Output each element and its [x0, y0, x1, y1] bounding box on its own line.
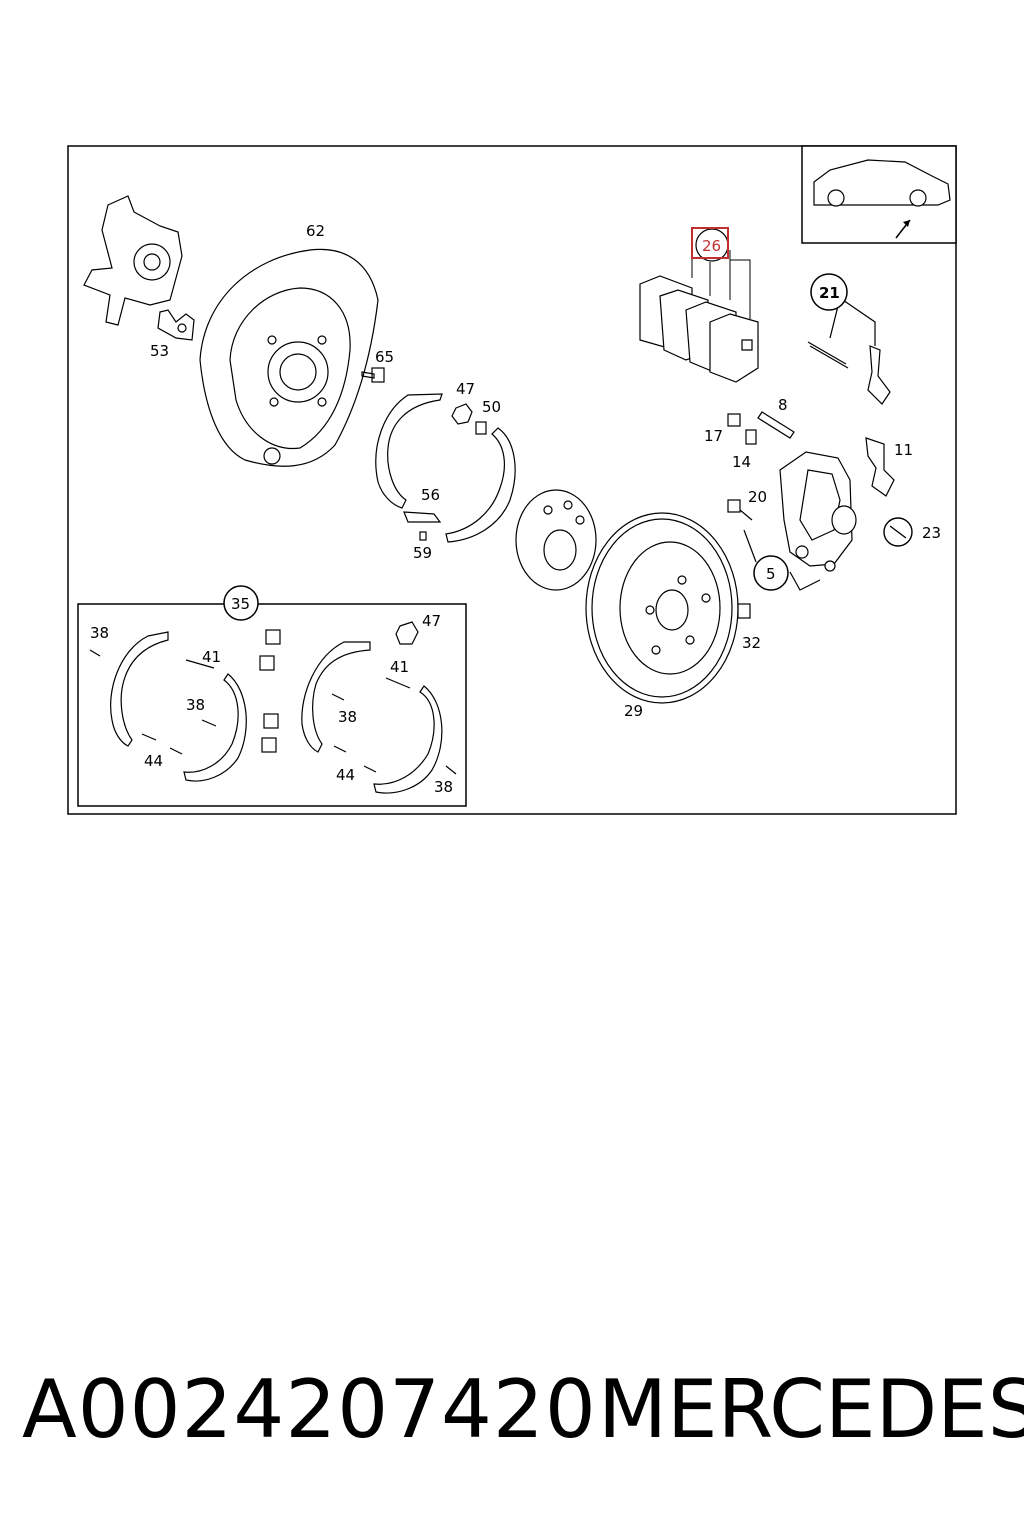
label-8: 8 — [778, 396, 788, 414]
label-21: 21 — [819, 284, 840, 302]
label-23: 23 — [922, 524, 941, 542]
adjuster-56 — [403, 511, 442, 541]
kit-shoes-right — [301, 641, 457, 794]
label-56: 56 — [421, 486, 440, 504]
anti-rattle-clip — [865, 437, 895, 497]
label-65: 65 — [375, 348, 394, 366]
label-59: 59 — [413, 544, 432, 562]
label-11: 11 — [894, 441, 913, 459]
part-number: A0024207420 — [22, 1363, 597, 1456]
label-38-a: 38 — [90, 624, 109, 642]
label-17: 17 — [704, 427, 723, 445]
label-5: 5 — [766, 565, 776, 583]
brake-caliper — [779, 451, 857, 572]
guide-pin-kit — [807, 297, 891, 405]
callout-circle-5 — [753, 555, 789, 591]
label-38-c: 38 — [338, 708, 357, 726]
label-53: 53 — [150, 342, 169, 360]
label-44-b: 44 — [336, 766, 355, 784]
label-38-b: 38 — [186, 696, 205, 714]
callout-circle-21 — [810, 273, 848, 311]
label-47: 47 — [456, 380, 475, 398]
kit-bolts — [259, 621, 419, 753]
label-62: 62 — [306, 222, 325, 240]
label-41-a: 41 — [202, 648, 221, 666]
label-32: 32 — [742, 634, 761, 652]
car-locator-inset — [801, 145, 957, 244]
label-14: 14 — [732, 453, 751, 471]
callout-circle-35 — [223, 585, 259, 621]
shoe-kit-inset-frame — [77, 603, 467, 807]
label-41-b: 41 — [390, 658, 409, 676]
label-44-a: 44 — [144, 752, 163, 770]
wheel-hub — [515, 489, 597, 591]
label-47-kit: 47 — [422, 612, 441, 630]
caliper-bolt-20 — [727, 499, 821, 591]
highlight-box-26 — [691, 227, 729, 259]
bolts-8-14-17 — [727, 411, 795, 445]
nut-47 — [451, 403, 487, 435]
brake-disc — [585, 512, 739, 704]
wrench-icon — [883, 517, 913, 547]
bracket-part — [157, 309, 195, 341]
brand-name: MERCEDES — [598, 1363, 1024, 1456]
steering-knuckle — [83, 195, 183, 326]
bleed-screw-32 — [737, 603, 751, 619]
label-50: 50 — [482, 398, 501, 416]
brake-pads — [639, 275, 759, 383]
kit-shoes-left — [89, 631, 247, 782]
label-26: 26 — [702, 237, 721, 255]
label-38-d: 38 — [434, 778, 453, 796]
label-20: 20 — [748, 488, 767, 506]
brake-backing-plate — [199, 248, 379, 467]
parking-brake-shoe-right — [445, 427, 516, 543]
parking-brake-shoe-left — [375, 393, 443, 509]
label-35: 35 — [231, 595, 250, 613]
bolt-65 — [361, 367, 385, 383]
label-29: 29 — [624, 702, 643, 720]
diagram-frame — [67, 145, 957, 815]
